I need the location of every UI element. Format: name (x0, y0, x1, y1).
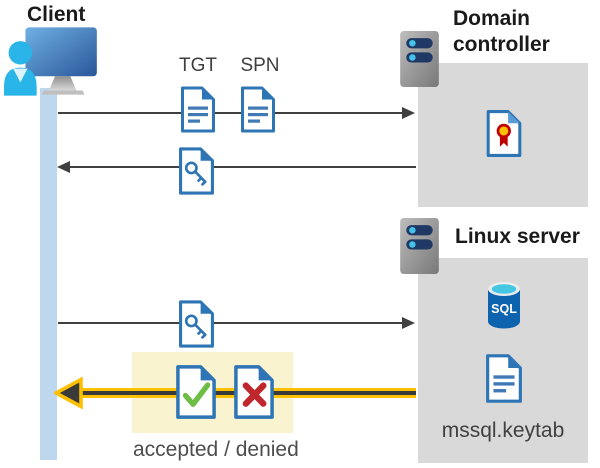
sql-badge-text: SQL (491, 302, 517, 316)
key-document-icon (178, 299, 215, 349)
client-timeline-bar (40, 88, 57, 460)
server-icon (399, 30, 440, 88)
sql-database-icon: SQL (488, 282, 520, 329)
tgt-document-icon (180, 85, 216, 134)
keytab-document-icon (485, 351, 523, 406)
user-at-computer-icon (3, 26, 105, 98)
arrow-client-to-linux (58, 322, 404, 324)
result-label: accepted / denied (133, 438, 299, 461)
key-document-icon (178, 146, 215, 196)
certificate-document-icon (484, 109, 524, 158)
arrow-right-head-icon (402, 316, 415, 329)
arrow-client-to-dc (58, 112, 404, 114)
check-document-icon (175, 364, 217, 420)
spn-label: SPN (240, 55, 280, 76)
client-label: Client (27, 3, 86, 26)
spn-document-icon (240, 85, 276, 134)
tgt-label: TGT (179, 55, 217, 76)
server-icon (399, 217, 440, 275)
arrow-right-head-icon (402, 106, 415, 119)
arrow-dc-to-client (69, 166, 416, 168)
arrow-left-head-icon (57, 160, 70, 173)
result-arrow-head-icon (54, 377, 83, 409)
keytab-label: mssql.keytab (441, 419, 565, 442)
cross-document-icon (233, 364, 275, 420)
linux-server-title: Linux server (455, 225, 580, 248)
domain-controller-title: Domain controller (453, 7, 550, 57)
